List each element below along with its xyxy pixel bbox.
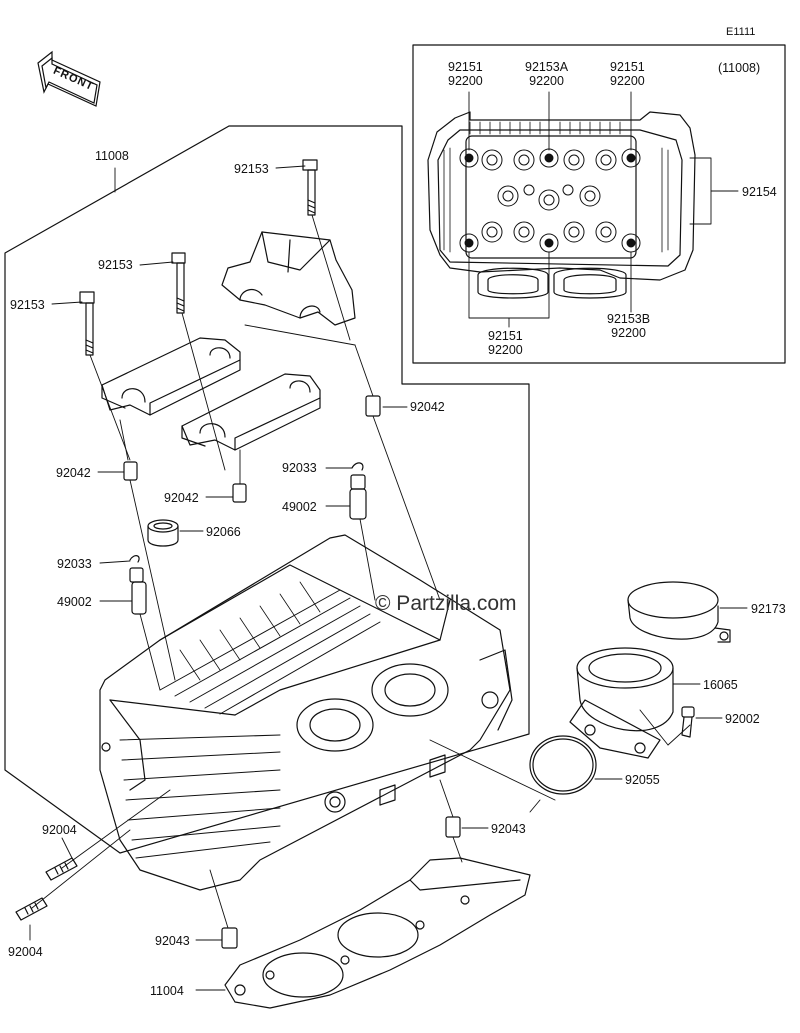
inset-label-right: 92154 xyxy=(742,185,777,199)
bolt-92153-middle xyxy=(171,252,186,314)
bolt-92002 xyxy=(681,706,695,738)
callout-92153-middle: 92153 xyxy=(98,258,133,272)
holder-16065 xyxy=(569,647,674,759)
lifter-49002-right xyxy=(349,474,367,520)
head-gasket-11004 xyxy=(224,857,531,1009)
callout-92042-left: 92042 xyxy=(56,466,91,480)
seal-92066 xyxy=(147,519,179,547)
dowel-92042-left xyxy=(123,461,138,481)
callout-49002-right: 49002 xyxy=(282,500,317,514)
watermark: © Partzilla.com xyxy=(375,592,517,615)
circlip-92033-right xyxy=(351,462,364,471)
stud-92004-lower xyxy=(15,897,48,921)
lifter-49002-left xyxy=(129,567,147,615)
bolt-92153-left xyxy=(79,291,95,356)
circlip-92033-left xyxy=(129,555,140,563)
inset-frame xyxy=(412,44,786,364)
callout-92033-right: 92033 xyxy=(282,461,317,475)
callout-92033-left: 92033 xyxy=(57,557,92,571)
dowel-92042-right xyxy=(365,395,381,417)
dowel-92042-mid xyxy=(232,483,247,503)
diagram-code: E1111 xyxy=(726,26,756,38)
callout-92055: 92055 xyxy=(625,773,660,787)
callout-92043-right: 92043 xyxy=(491,822,526,836)
cam-cap-right xyxy=(181,373,321,451)
callout-92066: 92066 xyxy=(206,525,241,539)
cam-cap-upper xyxy=(221,231,356,326)
front-direction-badge xyxy=(37,50,101,107)
callout-92002: 92002 xyxy=(725,712,760,726)
dowel-92043-left xyxy=(221,927,238,949)
inset-head-top-view xyxy=(427,91,739,328)
callout-92173: 92173 xyxy=(751,602,786,616)
clamp-92173 xyxy=(627,581,731,643)
callout-49002-left: 49002 xyxy=(57,595,92,609)
callout-92043-left: 92043 xyxy=(155,934,190,948)
dowel-92043-right xyxy=(445,816,461,838)
callout-92004-upper: 92004 xyxy=(42,823,77,837)
callout-16065: 16065 xyxy=(703,678,738,692)
stud-92004-upper xyxy=(45,857,78,881)
cam-cap-left xyxy=(101,337,241,416)
o-ring-92055 xyxy=(529,735,597,795)
callout-11004: 11004 xyxy=(150,984,184,998)
callout-92042-mid: 92042 xyxy=(164,491,199,505)
callout-92042-right: 92042 xyxy=(410,400,445,414)
callout-92004-lower: 92004 xyxy=(8,945,43,959)
callout-92153-right: 92153 xyxy=(234,162,269,176)
bolt-92153-right xyxy=(302,159,318,216)
callout-92153-left: 92153 xyxy=(10,298,45,312)
cylinder-head xyxy=(99,534,513,891)
callout-11008: 11008 xyxy=(95,149,129,163)
inset-assembly-ref: (11008) xyxy=(718,61,761,75)
assembly-outline xyxy=(4,125,530,854)
